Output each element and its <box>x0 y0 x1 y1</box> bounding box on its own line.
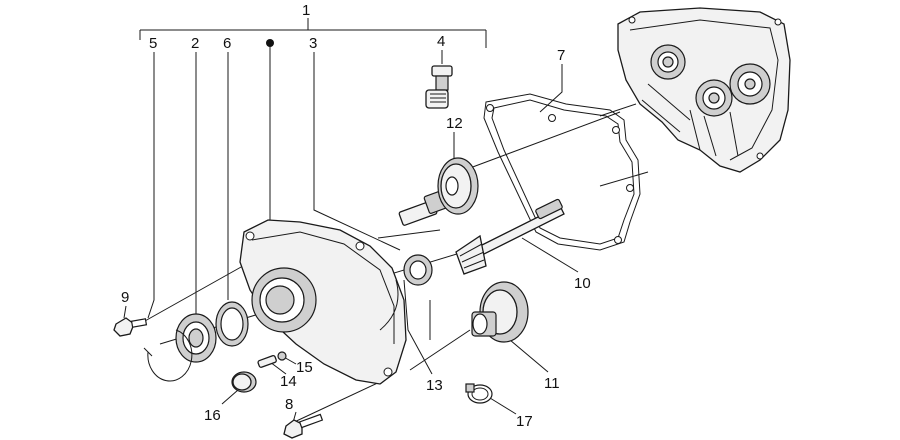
housing-bearing-right <box>729 63 771 105</box>
callout-10: 10 <box>574 275 591 292</box>
circlip-part <box>143 329 193 382</box>
callout-11: 11 <box>544 375 560 392</box>
callout-13: 13 <box>426 377 443 394</box>
callout-12: 12 <box>446 115 463 132</box>
callout-7: 7 <box>557 47 565 64</box>
callout-3: 3 <box>309 35 317 52</box>
small-shaft-part <box>425 65 453 109</box>
callout-5: 5 <box>149 35 157 52</box>
callout-1: 1 <box>302 2 310 19</box>
washer-15-part <box>277 351 287 361</box>
clamp-part <box>465 383 493 404</box>
callout-14: 14 <box>280 373 297 390</box>
small-bearing-part <box>403 254 433 286</box>
cover-part <box>239 219 407 385</box>
housing-bearing-left <box>650 44 686 80</box>
bolt-8-part <box>283 413 324 439</box>
callout-4: 4 <box>437 33 445 50</box>
ring-part <box>215 301 249 347</box>
callout-2: 2 <box>191 35 199 52</box>
housing-bearing-mid <box>695 79 733 117</box>
callout-6: 6 <box>223 35 231 52</box>
callout-16: 16 <box>204 407 221 424</box>
upper-gear-part <box>398 157 479 226</box>
callout-17: 17 <box>516 413 533 430</box>
transmission-housing <box>617 7 791 173</box>
bearing-part <box>175 313 217 363</box>
gasket-part <box>483 93 641 251</box>
callout-labels: 1 2 3 4 5 6 7 8 9 10 11 12 13 14 15 16 1… <box>121 2 591 430</box>
bolt-9-part <box>113 317 148 337</box>
long-shaft-part <box>455 198 565 275</box>
group-bracket <box>139 18 487 48</box>
reference-dot <box>266 39 274 47</box>
screw-14-part <box>257 355 277 368</box>
cap-part <box>231 371 257 393</box>
lower-gear-part <box>471 281 529 343</box>
callout-9: 9 <box>121 289 129 306</box>
callout-8: 8 <box>285 396 293 413</box>
callout-15: 15 <box>296 359 313 376</box>
